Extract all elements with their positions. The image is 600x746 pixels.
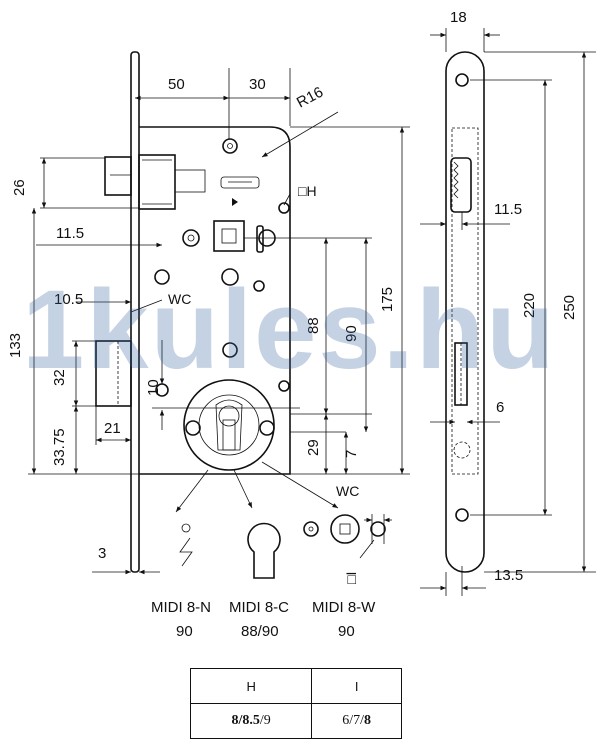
dim-11-5-left: 11.5 xyxy=(56,225,84,242)
dim-90: 90 xyxy=(343,325,360,342)
spec-values-i: 6/7/8 xyxy=(311,703,402,739)
label-square-h: □H xyxy=(298,183,317,199)
variant-c-keyhole-icon xyxy=(247,522,281,579)
dim-18: 18 xyxy=(450,9,467,26)
spec-h-a: 8 xyxy=(231,713,239,728)
dim-r16: R16 xyxy=(294,84,326,112)
variant-c-name: MIDI 8-C xyxy=(229,599,289,616)
dim-88: 88 xyxy=(305,317,322,334)
dim-133: 133 xyxy=(7,333,24,358)
variant-w-turn-icon xyxy=(303,514,392,544)
dead-bolt xyxy=(95,340,132,407)
lock-side-view: 50 30 R16 26 11.5 10.5 WC 133 32 33.75 xyxy=(7,51,410,575)
cylinder-rosette xyxy=(183,379,275,471)
dim-10-5: 10.5 xyxy=(54,291,83,308)
variant-n-value: 90 xyxy=(176,623,193,640)
dim-7: 7 xyxy=(343,450,360,458)
latch-bolt xyxy=(104,154,206,210)
variant-n-icon xyxy=(179,523,193,567)
variant-w-name: MIDI 8-W xyxy=(312,599,376,616)
spec-i-a: 6 xyxy=(342,713,350,728)
dim-33-75: 33.75 xyxy=(51,428,68,466)
dim-26: 26 xyxy=(11,179,28,196)
spec-i-sep2: / xyxy=(360,713,365,728)
spec-h-c: 9 xyxy=(263,713,271,728)
spec-h-sep2: / xyxy=(259,713,264,728)
dim-250: 250 xyxy=(561,295,578,320)
variant-w-value: 90 xyxy=(338,623,355,640)
spec-i-c: 8 xyxy=(364,713,372,728)
watermark: 1kules.hu xyxy=(22,267,557,392)
variant-c-value: 88/90 xyxy=(241,623,279,640)
dim-29: 29 xyxy=(305,439,322,456)
dim-13-5: 13.5 xyxy=(494,567,523,584)
spec-h-sep1: / xyxy=(238,713,243,728)
dim-220: 220 xyxy=(521,293,538,318)
dim-21: 21 xyxy=(104,420,121,437)
follower xyxy=(154,138,290,397)
spec-header-h: H xyxy=(189,668,313,704)
variant-n-name: MIDI 8-N xyxy=(151,599,211,616)
label-wc-bottom: WC xyxy=(336,483,359,499)
faceplate-front-view: 18 250 220 11.5 6 13.5 xyxy=(420,9,596,596)
variant-captions: MIDI 8-N 90 MIDI 8-C 88/90 MIDI 8-W 90 xyxy=(151,599,376,640)
dim-50: 50 xyxy=(168,76,185,93)
dim-10: 10 xyxy=(145,379,162,396)
spec-i-sep1: / xyxy=(349,713,354,728)
spec-table-header-row: H I xyxy=(189,668,402,704)
label-square-i: □I xyxy=(343,572,359,584)
dim-30: 30 xyxy=(249,76,266,93)
label-wc-top: WC xyxy=(168,291,191,307)
dim-11-5-right: 11.5 xyxy=(494,201,522,218)
dim-6: 6 xyxy=(496,399,504,416)
dim-175: 175 xyxy=(379,287,396,312)
spec-table-value-row: 8/8.5/9 6/7/8 xyxy=(189,703,402,739)
variant-icons: □I xyxy=(179,514,392,584)
spec-header-i: I xyxy=(311,668,402,704)
spec-i-b: 7 xyxy=(353,713,361,728)
spec-values-h: 8/8.5/9 xyxy=(189,703,313,739)
lock-body xyxy=(139,126,291,475)
dim-32: 32 xyxy=(51,369,68,386)
spec-h-b: 8.5 xyxy=(242,713,260,728)
dim-3: 3 xyxy=(98,545,106,562)
spec-table: H I 8/8.5/9 6/7/8 xyxy=(189,668,402,739)
faceplate-front xyxy=(445,51,485,573)
